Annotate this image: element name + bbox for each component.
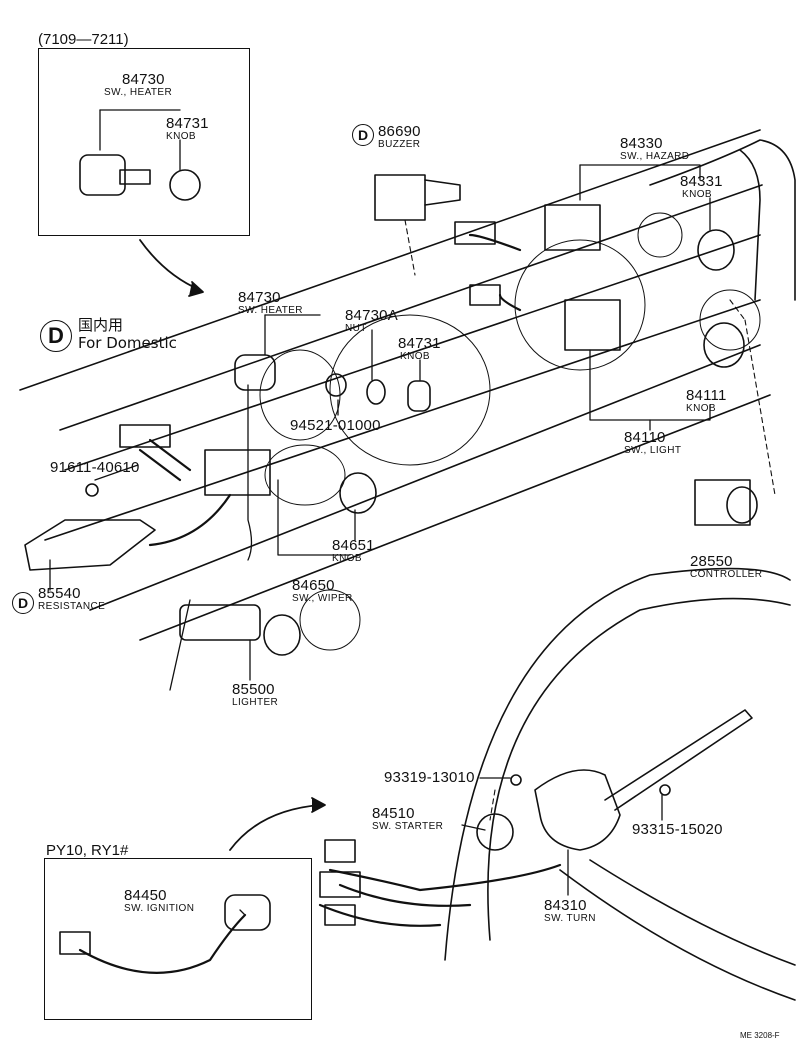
part-name-84110: SW., LIGHT	[624, 445, 682, 456]
wiring	[78, 233, 562, 974]
part-number-94521-01000: 94521-01000	[290, 417, 381, 434]
drawing-code: ME 3208-F	[740, 1031, 780, 1040]
part-name-84331: KNOB	[682, 189, 712, 200]
part-name-84510: SW. STARTER	[372, 821, 444, 832]
part-number-86690: 86690	[378, 123, 421, 140]
legend-domestic-jp: 国内用	[78, 316, 124, 334]
part-name-84730-inset: SW., HEATER	[104, 87, 173, 98]
part-name-84731: KNOB	[400, 351, 430, 362]
part-name-84650: SW., WIPER	[292, 593, 353, 604]
part-number-84111: 84111	[686, 387, 727, 404]
dashboard-panel-outline	[19, 129, 796, 641]
part-number-85540: 85540	[38, 585, 81, 602]
part-number-84731-inset: 84731	[166, 115, 209, 132]
part-name-84730A: NUT	[345, 323, 367, 334]
part-number-85500: 85500	[232, 681, 275, 698]
part-name-84111: KNOB	[686, 403, 716, 414]
part-number-84730-inset: 84730	[122, 71, 165, 88]
part-number-84331: 84331	[680, 173, 723, 190]
part-name-86690: BUZZER	[378, 139, 421, 150]
steering-wheel-outline	[444, 567, 796, 1001]
domestic-mark-resistance: D	[12, 592, 34, 614]
arrows	[139, 239, 326, 851]
leader-lines	[49, 109, 711, 916]
part-number-84651: 84651	[332, 537, 375, 554]
inset-box-ignition	[44, 858, 312, 1020]
part-number-84650: 84650	[292, 577, 335, 594]
part-name-84730: SW. HEATER	[238, 305, 303, 316]
domestic-mark-buzzer: D	[352, 124, 374, 146]
part-name-28550: CONTROLLER	[690, 569, 763, 580]
part-number-84730A: 84730A	[345, 307, 398, 324]
part-number-84110: 84110	[624, 429, 666, 446]
part-number-84330: 84330	[620, 135, 663, 152]
part-name-85500: LIGHTER	[232, 697, 279, 708]
part-name-84330: SW., HAZARD	[620, 151, 690, 162]
part-name-84651: KNOB	[332, 553, 362, 564]
part-number-84510: 84510	[372, 805, 415, 822]
part-name-84731-inset: KNOB	[166, 131, 196, 142]
inset-box-heater	[38, 48, 250, 236]
part-name-84310: SW. TURN	[544, 913, 596, 924]
part-number-84310: 84310	[544, 897, 587, 914]
part-name-85540: RESISTANCE	[38, 601, 106, 612]
part-number-84730: 84730	[238, 289, 281, 306]
dashed-guides	[404, 219, 776, 821]
inset-caption-bottom: PY10, RY1#	[46, 842, 129, 859]
legend-domestic-en: For Domestic	[78, 334, 177, 352]
part-number-91611-40610: 91611-40610	[50, 459, 140, 476]
part-number-93319-13010: 93319-13010	[384, 769, 475, 786]
component-shapes	[24, 154, 758, 955]
part-name-84450: SW. IGNITION	[124, 903, 195, 914]
domestic-mark: D	[40, 320, 72, 352]
inset-caption-top: (7109—7211)	[38, 31, 129, 48]
part-number-84450: 84450	[124, 887, 167, 904]
part-number-93315-15020: 93315-15020	[632, 821, 723, 838]
part-number-28550: 28550	[690, 553, 733, 570]
part-number-84731: 84731	[398, 335, 441, 352]
